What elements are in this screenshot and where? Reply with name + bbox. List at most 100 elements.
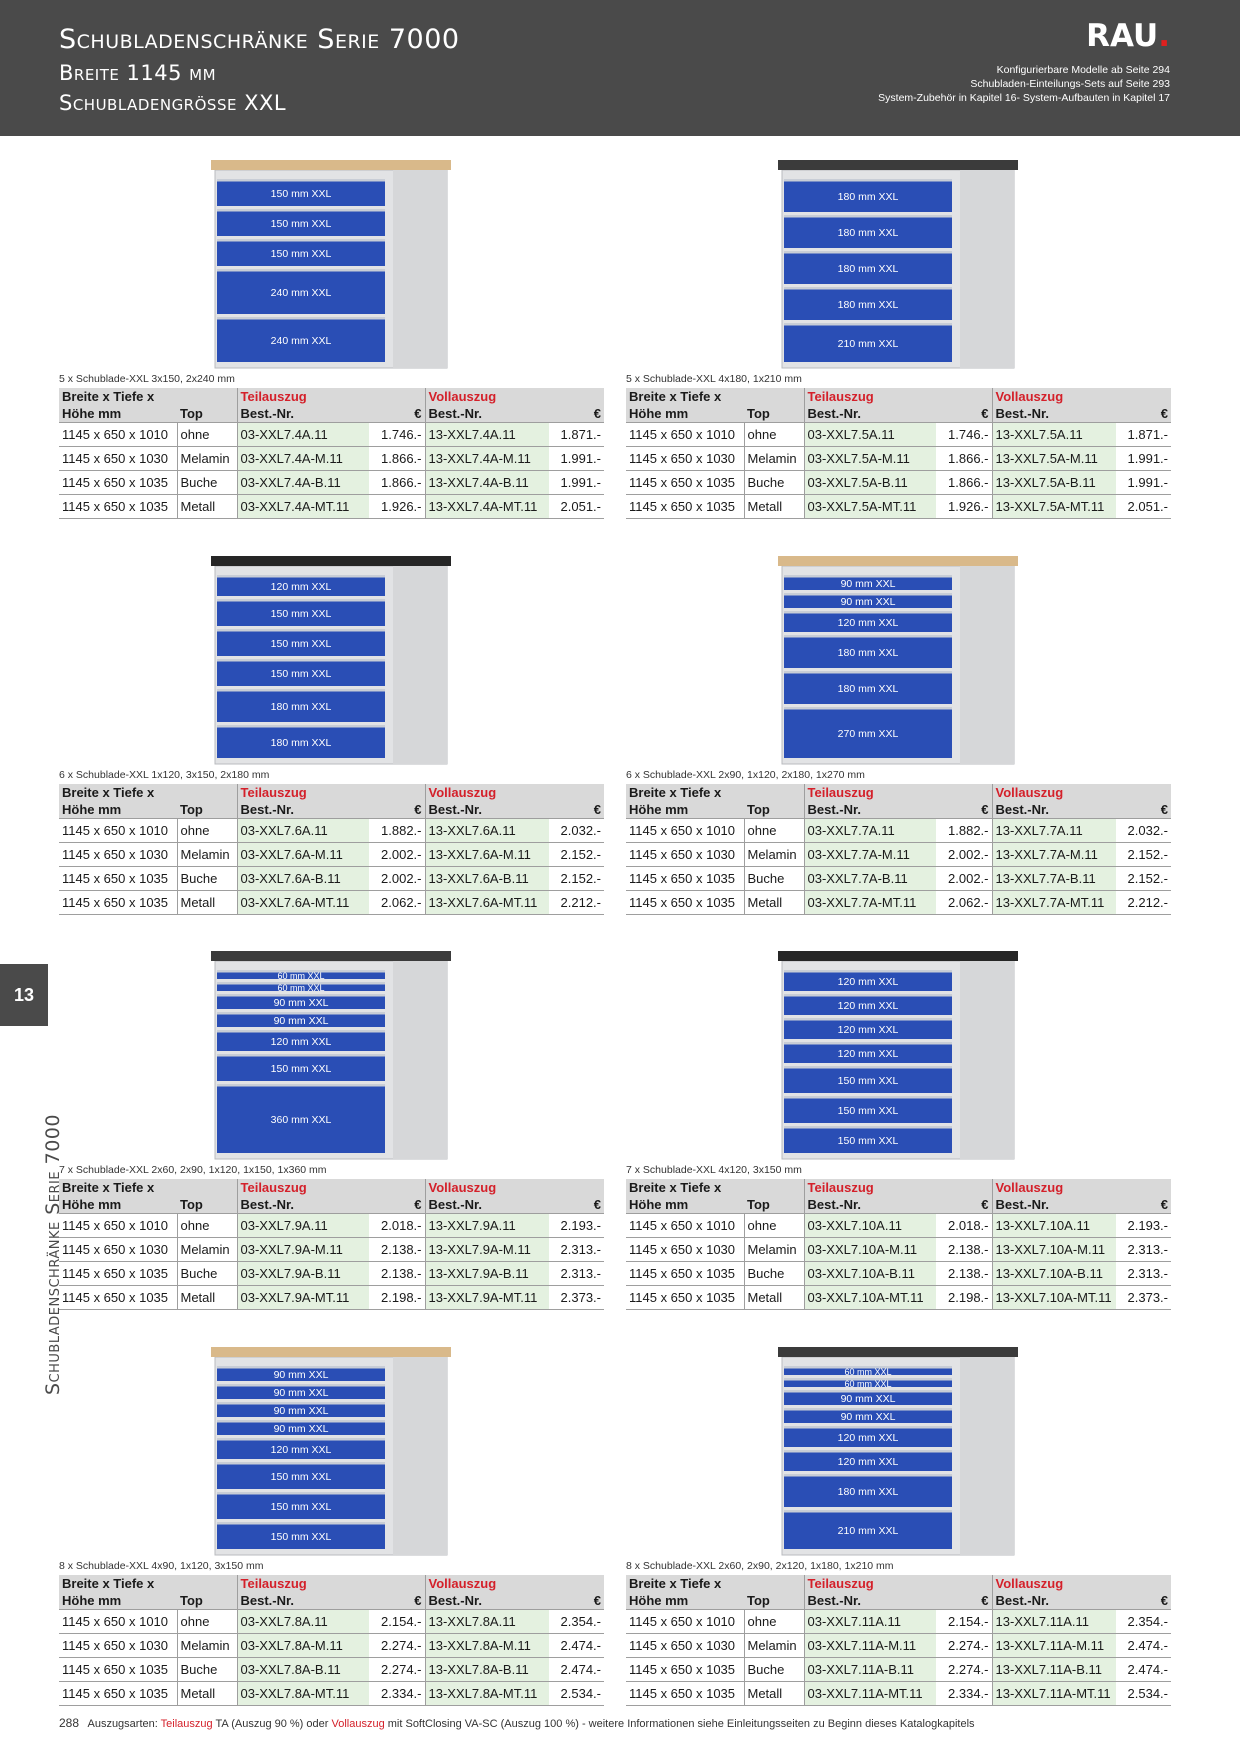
col-vollauszug: Vollauszug: [424, 1179, 604, 1196]
drawer-front: [217, 1402, 385, 1417]
drawer-handle: [784, 1126, 952, 1129]
cell-va-number: 13-XXL7.10A-MT.11: [991, 1285, 1116, 1310]
cell-dims: 1145 x 650 x 1010: [59, 422, 177, 447]
col-euro: €: [549, 1592, 604, 1610]
drawer-handle: [217, 1522, 385, 1525]
cell-ta-number: 03-XXL7.10A.11: [803, 1213, 936, 1238]
drawer-front: [784, 593, 952, 608]
cell-va-number: 13-XXL7.6A-B.11: [424, 866, 549, 891]
cell-top: Melamin: [743, 842, 804, 867]
cell-dims: 1145 x 650 x 1010: [626, 818, 744, 843]
drawer-label: 90 mm XXL: [841, 1411, 896, 1423]
cell-dims: 1145 x 650 x 1010: [626, 1213, 744, 1238]
cell-ta-price: 2.274.-: [369, 1657, 425, 1682]
drawer-front: [784, 1378, 952, 1387]
cell-va-price: 2.534.-: [549, 1681, 604, 1706]
col-top: Top: [177, 405, 237, 423]
drawer-handle: [784, 707, 952, 710]
cell-top: Melamin: [743, 1633, 804, 1658]
cell-dims: 1145 x 650 x 1010: [626, 422, 744, 447]
drawer-front: [784, 215, 952, 248]
cell-va-number: 13-XXL7.7A.11: [991, 818, 1116, 843]
cell-top: ohne: [743, 818, 804, 843]
cell-ta-price: 2.198.-: [369, 1285, 425, 1310]
drawer-label: 60 mm XXL: [844, 1379, 891, 1389]
drawer-handle: [217, 1030, 385, 1033]
drawer-label: 90 mm XXL: [274, 1423, 329, 1435]
product-caption: 5 x Schublade-XXL 4x180, 1x210 mm: [626, 373, 802, 385]
drawer-front: [784, 707, 952, 758]
drawer-front: [217, 317, 385, 362]
drawer-front: [217, 1084, 385, 1153]
cell-ta-price: 2.334.-: [936, 1681, 992, 1706]
drawer-label: 120 mm XXL: [838, 1048, 899, 1060]
cell-ta-number: 03-XXL7.7A.11: [803, 818, 936, 843]
cell-ta-price: 1.746.-: [369, 422, 425, 447]
cell-dims: 1145 x 650 x 1010: [59, 1213, 177, 1238]
drawer-front: [784, 1408, 952, 1423]
drawer-front: [217, 1030, 385, 1051]
cell-dims: 1145 x 650 x 1035: [59, 866, 177, 891]
col-dims: Breite x Tiefe x: [626, 1179, 744, 1196]
drawer-front: [217, 1462, 385, 1489]
cell-va-price: 2.313.-: [1116, 1261, 1171, 1286]
cell-ta-number: 03-XXL7.11A.11: [803, 1609, 936, 1634]
page-number: 288: [59, 1716, 80, 1730]
cell-ta-price: 2.002.-: [936, 842, 992, 867]
cell-dims: 1145 x 650 x 1035: [59, 1681, 177, 1706]
cell-ta-number: 03-XXL7.4A-M.11: [236, 446, 369, 471]
drawer-front: [784, 1042, 952, 1063]
cell-va-number: 13-XXL7.5A-B.11: [991, 470, 1116, 495]
cell-top: Metall: [743, 1285, 804, 1310]
cell-ta-price: 1.926.-: [369, 494, 425, 519]
col-euro: €: [369, 1592, 425, 1610]
drawer-handle: [784, 1366, 952, 1369]
cell-va-number: 13-XXL7.8A.11: [424, 1609, 549, 1634]
cell-va-number: 13-XXL7.11A-M.11: [991, 1633, 1116, 1658]
drawer-handle: [784, 323, 952, 326]
drawer-front: [784, 179, 952, 212]
drawer-front: [217, 1012, 385, 1027]
drawer-front: [784, 671, 952, 704]
drawer-handle: [217, 575, 385, 578]
cell-va-price: 2.152.-: [549, 866, 604, 891]
cell-dims: 1145 x 650 x 1030: [59, 446, 177, 471]
cell-va-number: 13-XXL7.8A-B.11: [424, 1657, 549, 1682]
drawer-handle: [217, 1012, 385, 1015]
cell-dims: 1145 x 650 x 1035: [59, 1657, 177, 1682]
cell-top: Melamin: [176, 1237, 237, 1262]
cell-va-price: 2.212.-: [1116, 890, 1171, 915]
cell-ta-number: 03-XXL7.9A-B.11: [236, 1261, 369, 1286]
cell-va-price: 1.991.-: [549, 446, 604, 471]
cell-ta-number: 03-XXL7.5A-B.11: [803, 470, 936, 495]
cell-va-price: 2.474.-: [1116, 1657, 1171, 1682]
col-bestnr: Best.-Nr.: [424, 801, 549, 819]
col-bestnr: Best.-Nr.: [991, 1196, 1116, 1214]
drawer-label: 150 mm XXL: [271, 668, 332, 680]
cell-va-number: 13-XXL7.8A-MT.11: [424, 1681, 549, 1706]
cell-ta-price: 2.138.-: [936, 1237, 992, 1262]
rau-logo: RAU.: [1086, 18, 1170, 54]
drawer-label: 150 mm XXL: [271, 1501, 332, 1513]
cell-dims: 1145 x 650 x 1035: [59, 470, 177, 495]
col-top: Top: [744, 1592, 804, 1610]
drawer-front: [784, 994, 952, 1015]
drawer-label: 180 mm XXL: [271, 701, 332, 713]
drawer-label: 180 mm XXL: [838, 299, 899, 311]
